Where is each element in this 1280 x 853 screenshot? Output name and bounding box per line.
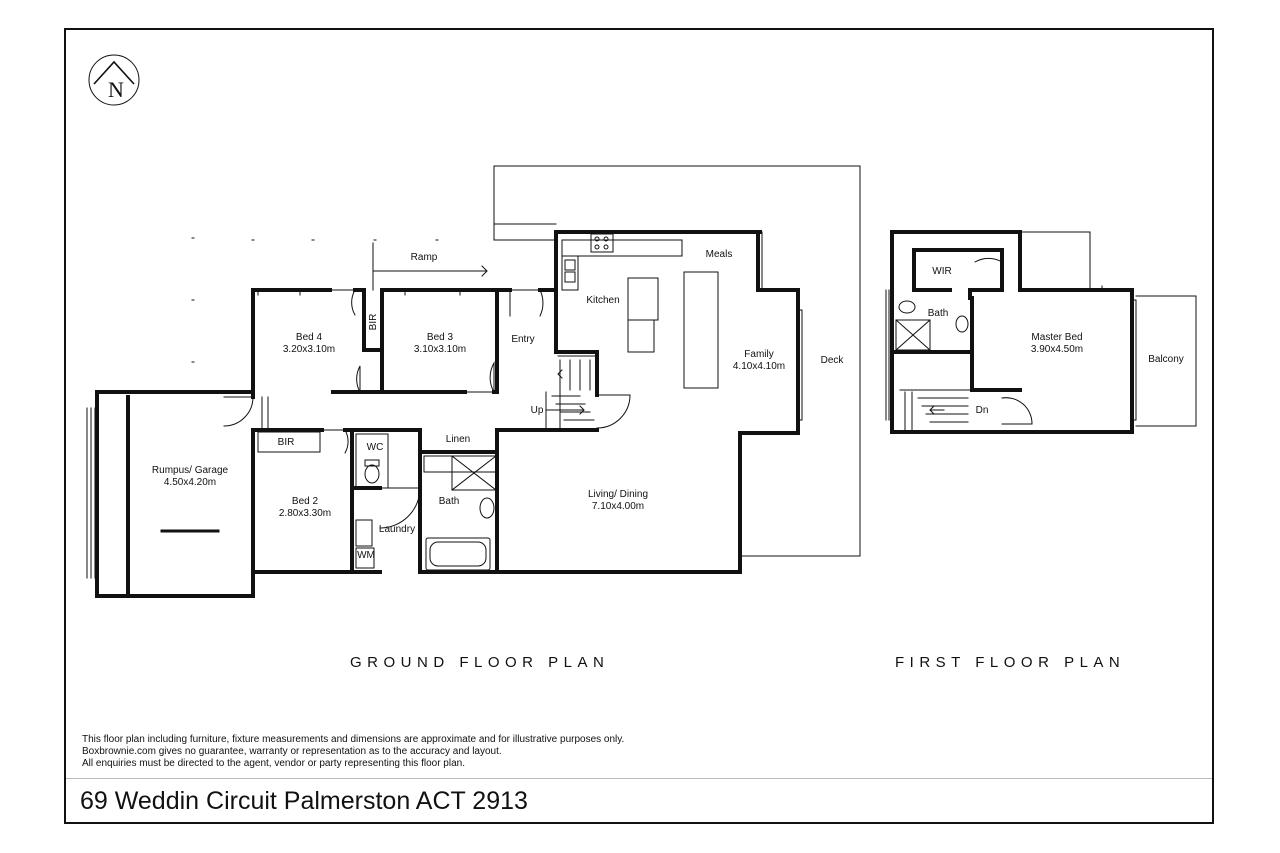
bed2-dims: 2.80x3.30m (278, 508, 332, 519)
disclaimer: This floor plan including furniture, fix… (82, 734, 624, 770)
living-name: Living/ Dining (587, 489, 649, 500)
room-label-wm: WM (357, 550, 375, 561)
room-label-family: Family 4.10x4.10m (733, 349, 785, 373)
ground-floor-title: GROUND FLOOR PLAN (350, 654, 610, 671)
room-label-living-dining: Living/ Dining 7.10x4.00m (588, 489, 648, 513)
master-dims: 3.90x4.50m (1030, 344, 1084, 355)
master-name: Master Bed (1031, 332, 1083, 343)
north-compass-icon: N (88, 54, 140, 106)
stair-label-up: Up (530, 405, 544, 416)
footer-divider (66, 778, 1212, 779)
plan-frame (64, 28, 1214, 824)
room-label-linen: Linen (445, 434, 471, 445)
rumpus-dims: 4.50x4.20m (163, 477, 217, 488)
disclaimer-line: This floor plan including furniture, fix… (82, 734, 625, 745)
room-label-deck: Deck (820, 355, 844, 366)
room-label-entry: Entry (511, 334, 535, 345)
room-label-bath-ground: Bath (438, 496, 460, 507)
ground-floor-details (86, 165, 861, 579)
first-floor-walls (890, 230, 1134, 434)
room-label-bir-top: BIR (368, 313, 379, 331)
room-label-rumpus-garage: Rumpus/ Garage 4.50x4.20m (152, 465, 228, 489)
room-label-ramp: Ramp (410, 252, 438, 263)
room-label-bed-3: Bed 3 3.10x3.10m (414, 332, 466, 356)
first-floor-details (885, 231, 1197, 431)
room-label-master-bed: Master Bed 3.90x4.50m (1031, 332, 1083, 356)
bed3-name: Bed 3 (426, 332, 454, 343)
stair-label-dn: Dn (975, 405, 989, 416)
room-label-wc: WC (366, 442, 384, 453)
room-label-laundry: Laundry (378, 524, 416, 535)
room-label-wir: WIR (932, 266, 952, 277)
bed2-name: Bed 2 (291, 496, 319, 507)
disclaimer-line: All enquiries must be directed to the ag… (82, 758, 465, 769)
property-address: 69 Weddin Circuit Palmerston ACT 2913 (80, 787, 528, 815)
bed3-dims: 3.10x3.10m (413, 344, 467, 355)
disclaimer-line: Boxbrownie.com gives no guarantee, warra… (82, 746, 502, 757)
rumpus-name: Rumpus/ Garage (151, 465, 229, 476)
room-label-meals: Meals (705, 249, 733, 260)
bed4-name: Bed 4 (295, 332, 323, 343)
room-label-balcony: Balcony (1148, 354, 1184, 365)
living-dims: 7.10x4.00m (591, 501, 645, 512)
ground-floor-walls (95, 230, 800, 598)
room-label-bir-bottom: BIR (277, 437, 295, 448)
room-label-bed-2: Bed 2 2.80x3.30m (279, 496, 331, 520)
room-label-bath-first: Bath (927, 308, 949, 319)
family-name: Family (744, 349, 774, 360)
first-floor-title: FIRST FLOOR PLAN (895, 654, 1126, 671)
room-label-bed-4: Bed 4 3.20x3.10m (283, 332, 335, 356)
compass-letter: N (108, 77, 124, 102)
family-dims: 4.10x4.10m (732, 361, 786, 372)
bed4-dims: 3.20x3.10m (282, 344, 336, 355)
room-label-kitchen: Kitchen (586, 295, 620, 306)
